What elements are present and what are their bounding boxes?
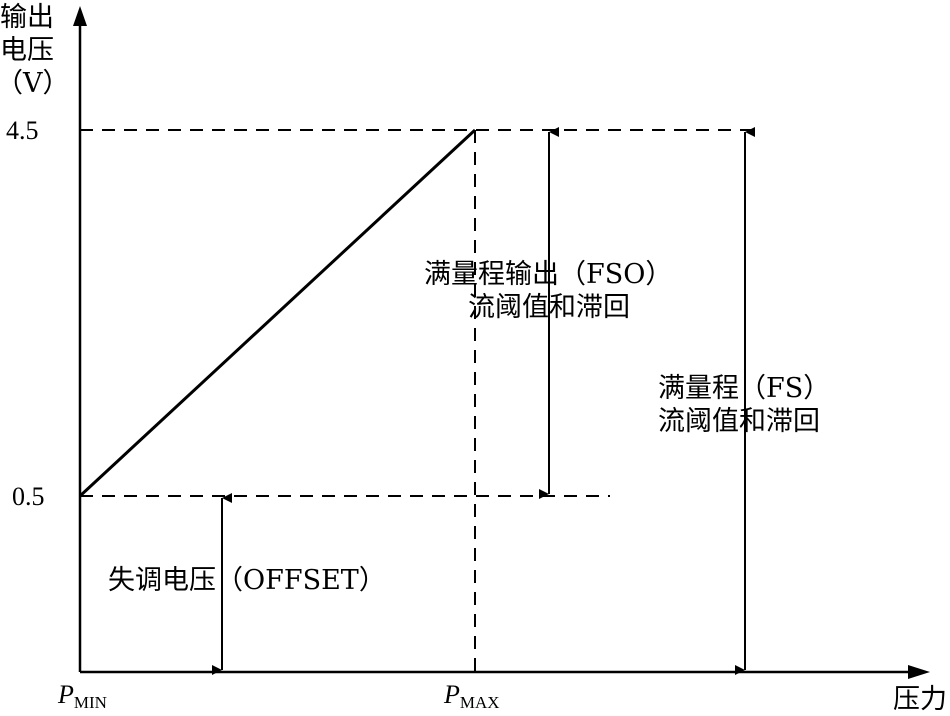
y-axis-arrow-icon: [73, 6, 87, 26]
y-tick-label-4p5: 4.5: [6, 116, 39, 145]
x-tick-label-pmin: PMIN: [57, 680, 107, 712]
series-line: [78, 128, 477, 498]
x-axis-label: 压力: [893, 684, 947, 715]
offset-annotation: 失调电压（OFFSET）: [108, 565, 386, 596]
fs-annotation-line1: 满量程（FS）: [658, 373, 830, 404]
y-axis-label-line3: （V）: [0, 68, 70, 99]
y-tick-label-0p5: 0.5: [12, 482, 45, 511]
y-axis-label-line2: 电压: [0, 35, 54, 66]
x-tick-label-pmax: PMAX: [443, 680, 500, 712]
x-axis-arrow-icon: [908, 665, 930, 679]
fs-annotation-line2: 流阈值和滞回: [658, 406, 820, 437]
y-axis-label-line1: 输出: [0, 2, 54, 33]
fso-annotation-line2: 流阈值和滞回: [468, 292, 630, 323]
fso-annotation-line1: 满量程输出（FSO）: [424, 259, 672, 290]
